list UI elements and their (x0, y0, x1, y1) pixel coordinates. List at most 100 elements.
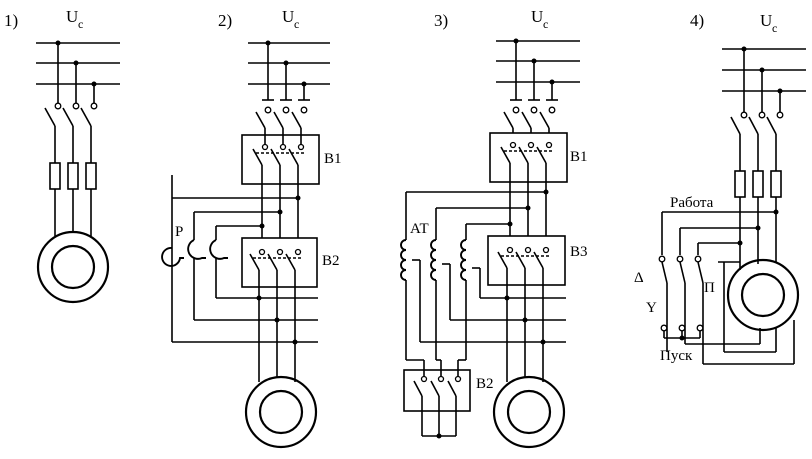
diagram-1-supply-subscript: c (78, 17, 83, 31)
diagram-1-fuse (85, 162, 97, 190)
diagram-3-switch-contact (530, 106, 538, 114)
diagram-4-junction-dot (759, 67, 765, 73)
diagram-4-fuse (770, 170, 782, 198)
diagram-4-star-label: Y (646, 300, 657, 316)
diagram-4-fuse (752, 170, 764, 198)
diagram-1-switch-blade (80, 107, 92, 127)
diagram-1-switch-blade (44, 107, 56, 127)
diagram-4-junction-dot (737, 240, 743, 246)
diagram-4-motor-outer (726, 258, 800, 332)
diagram-2-junction-dot (274, 317, 280, 323)
diagram-4-number: 4) (690, 11, 704, 30)
diagram-2-b2-blade (285, 253, 296, 271)
diagram-2-reactor-start: 2) U c В1 (161, 7, 342, 449)
diagram-1-junction-dot (55, 40, 61, 46)
diagram-1-junction-dot (91, 81, 97, 87)
diagram-2-switch-blade (291, 111, 302, 129)
diagram-4-switch-blade (748, 116, 759, 135)
diagram-4-supply-subscript: c (772, 21, 777, 35)
diagram-4-start-contact (696, 324, 704, 332)
diagram-1-switch-contact (90, 102, 98, 110)
diagram-4-switch-contact (694, 255, 702, 263)
diagram-2-b2-blade (249, 253, 260, 271)
diagram-3-b3-contact (506, 246, 514, 254)
diagram-4-fuse (734, 170, 746, 198)
diagram-2-switch-blade (273, 111, 284, 129)
diagram-2-breaker-b2-label: В2 (322, 253, 340, 269)
diagram-2-switch-blade (255, 111, 266, 129)
diagram-2-switch-contact (300, 106, 308, 114)
diagram-3-b3-blade (515, 251, 526, 269)
diagram-3-b3-contact (524, 246, 532, 254)
diagram-3-switch-blade (521, 111, 532, 129)
diagram-3-b2-contact (437, 375, 445, 383)
diagram-2-supply-subscript: c (294, 17, 299, 31)
diagram-3-switch-blade (503, 111, 514, 129)
diagram-2-junction-dot (301, 81, 307, 87)
diagram-4-motor-inner (740, 272, 786, 318)
diagram-4-switch-contact (740, 111, 748, 119)
diagram-2-b1-blade (252, 148, 263, 166)
diagram-2-b1-blade (288, 148, 299, 166)
diagram-3-switch-contact (512, 106, 520, 114)
diagram-2-b1-contact (297, 143, 305, 151)
diagram-3-junction-dot (504, 295, 510, 301)
diagram-3-b1-contact (509, 141, 517, 149)
diagram-4-switch-label: П (704, 280, 715, 296)
diagram-2-reactor-label: Р (175, 224, 183, 240)
diagram-2-switch-contact (264, 106, 272, 114)
diagram-4-start-contact (678, 324, 686, 332)
diagram-2-b2-contact (294, 248, 302, 256)
diagram-3-junction-dot (507, 221, 513, 227)
diagram-2-junction-dot (259, 223, 265, 229)
diagram-3-b2-contact (420, 375, 428, 383)
diagram-3-autotransformer-label: АТ (410, 221, 429, 237)
diagram-3-b1-contact (527, 141, 535, 149)
diagram-4-work-label: Работа (670, 195, 714, 211)
diagram-4-switch-contact (676, 255, 684, 263)
diagram-1-switch-blade (62, 107, 74, 127)
diagram-1-fuse (67, 162, 79, 190)
diagram-3-autotransformer-coil (460, 239, 467, 281)
diagram-2-motor-outer (244, 375, 318, 449)
diagram-3-junction-dot (522, 317, 528, 323)
diagram-4-start-contact (660, 324, 668, 332)
diagram-3-b1-blade (536, 146, 547, 164)
diagram-3-b1-blade (518, 146, 529, 164)
diagram-1-fuse (49, 162, 61, 190)
diagram-2-b1-contact (279, 143, 287, 151)
diagram-4-switch-blade (679, 261, 686, 284)
diagram-1-motor-outer (36, 230, 110, 304)
diagram-1-number: 1) (4, 11, 18, 30)
diagram-1-switch-contact (54, 102, 62, 110)
diagram-2-junction-dot (256, 295, 262, 301)
diagram-2-b1-blade (270, 148, 281, 166)
diagram-3-junction-dot (513, 38, 519, 44)
diagram-2-reactor-coil (209, 239, 228, 260)
diagram-3-breaker-b3 (487, 235, 566, 286)
diagram-3-b3-contact (542, 246, 550, 254)
diagram-4-switch-contact (758, 111, 766, 119)
diagram-2-supply-label: U (282, 7, 294, 26)
diagram-2-junction-dot (283, 60, 289, 66)
diagram-3-junction-dot (531, 58, 537, 64)
diagram-2-b2-contact (276, 248, 284, 256)
diagram-3-motor-outer (492, 375, 566, 449)
diagram-2-motor-inner (258, 389, 304, 435)
diagram-4-delta-label: Δ (634, 270, 644, 286)
diagram-3-junction-dot (543, 189, 549, 195)
diagram-3-breaker-b2-label: В2 (476, 376, 494, 392)
diagram-2-breaker-b2 (241, 237, 318, 288)
diagram-4-junction-dot (777, 88, 783, 94)
diagram-2-switch-contact (282, 106, 290, 114)
diagram-3-b3-blade (533, 251, 544, 269)
diagram-3-b2-blade (430, 380, 440, 397)
diagram-3-switch-blade (539, 111, 550, 129)
diagram-2-b2-contact (258, 248, 266, 256)
diagram-3-switch-contact (548, 106, 556, 114)
diagram-2-junction-dot (265, 40, 271, 46)
diagram-3-supply-label: U (531, 7, 543, 26)
diagram-3-junction-dot (549, 79, 555, 85)
